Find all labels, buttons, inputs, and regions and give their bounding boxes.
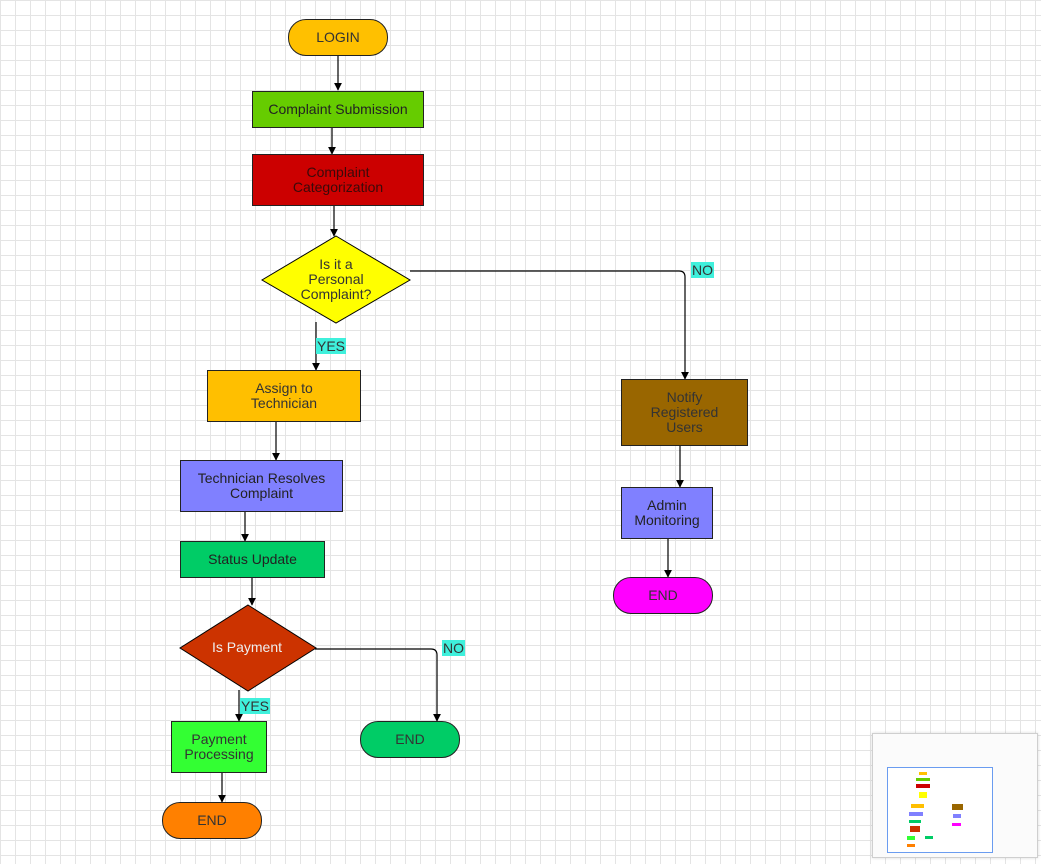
edge-label-payment-no: NO bbox=[442, 640, 465, 656]
edge-label-personal-no: NO bbox=[691, 262, 714, 278]
mini-node-categorization bbox=[916, 784, 930, 788]
process-complaint-submission[interactable]: Complaint Submission bbox=[252, 91, 424, 128]
decision-personal-label: Is it a Personal Complaint? bbox=[300, 255, 372, 302]
mini-node-notify bbox=[952, 804, 963, 810]
edge-label-payment-yes: YES bbox=[240, 698, 271, 714]
mini-node-status bbox=[909, 820, 921, 823]
end-after-payment[interactable]: END bbox=[162, 802, 262, 839]
mini-node-personal-decision bbox=[919, 792, 927, 798]
process-admin-monitoring[interactable]: Admin Monitoring bbox=[621, 487, 713, 539]
process-complaint-categorization[interactable]: Complaint Categorization bbox=[252, 154, 424, 206]
decision-payment-label: Is Payment bbox=[211, 638, 283, 655]
decision-personal-shape[interactable] bbox=[261, 235, 411, 324]
mini-node-end-no-payment bbox=[925, 836, 933, 839]
mini-node-login bbox=[919, 772, 927, 775]
edge-payment-no-to-end[interactable] bbox=[315, 648, 441, 722]
edge-label-personal-yes: YES bbox=[316, 338, 347, 354]
process-payment-processing[interactable]: Payment Processing bbox=[171, 721, 267, 773]
process-technician-resolves[interactable]: Technician Resolves Complaint bbox=[180, 460, 343, 512]
diagram-minimap[interactable] bbox=[872, 733, 1038, 858]
mini-node-end-admin bbox=[952, 823, 961, 826]
mini-node-payment-decision bbox=[910, 826, 920, 832]
mini-node-assign bbox=[911, 804, 924, 808]
process-notify-registered-users[interactable]: Notify Registered Users bbox=[621, 379, 748, 446]
process-status-update[interactable]: Status Update bbox=[180, 541, 325, 578]
end-admin[interactable]: END bbox=[613, 577, 713, 614]
minimap-viewport[interactable] bbox=[887, 767, 993, 853]
mini-node-submission bbox=[916, 778, 930, 781]
mini-node-resolves bbox=[909, 812, 923, 816]
mini-node-payment-processing bbox=[907, 836, 915, 840]
start-login[interactable]: LOGIN bbox=[288, 19, 388, 56]
mini-node-end-payment bbox=[907, 844, 915, 847]
edge-decision-no-to-notify[interactable] bbox=[410, 270, 689, 380]
decision-payment-shape[interactable] bbox=[179, 604, 317, 692]
end-no-payment[interactable]: END bbox=[360, 721, 460, 758]
process-assign-technician[interactable]: Assign to Technician bbox=[207, 370, 361, 422]
mini-node-admin bbox=[953, 814, 961, 818]
